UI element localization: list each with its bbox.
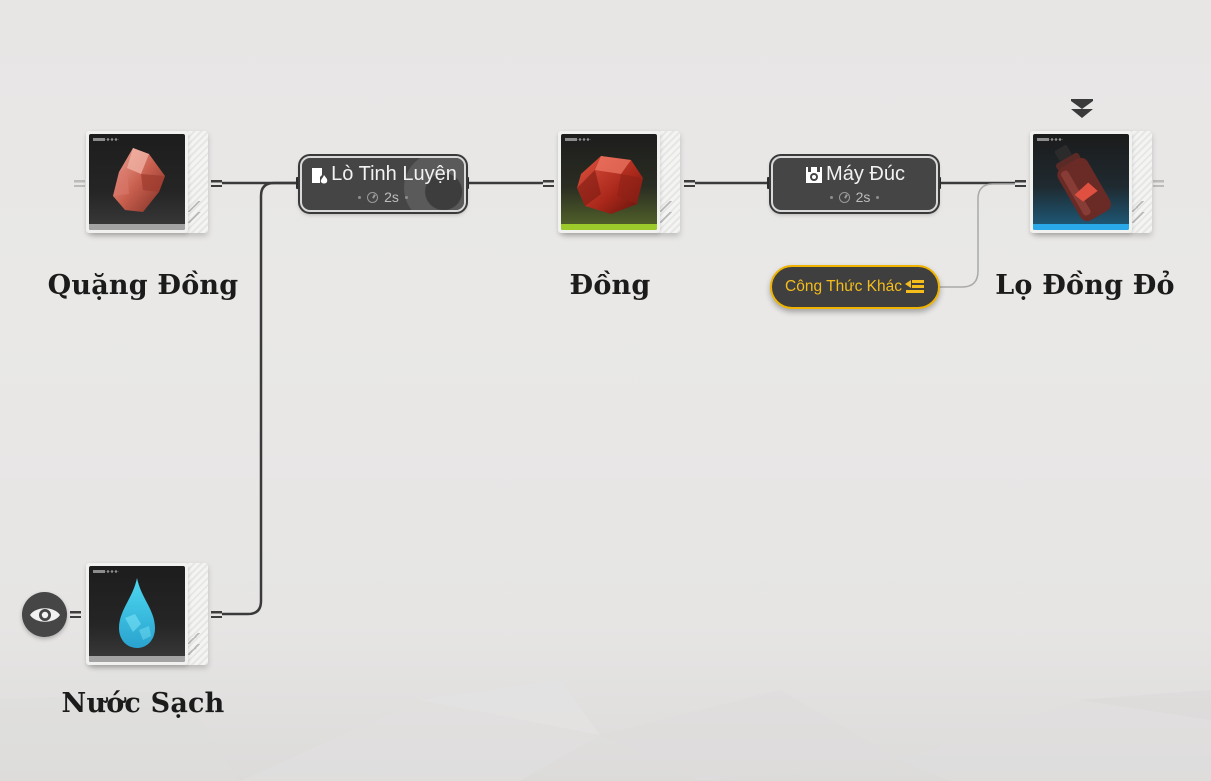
rarity-bar	[561, 224, 657, 230]
input-port	[1015, 180, 1026, 187]
machine-node-smelter[interactable]: Lò Tinh Luyện 2s	[298, 154, 468, 214]
separator-dot	[876, 195, 880, 199]
item-label-copper-ore: Quặng Đồng	[47, 270, 239, 301]
item-card-copper[interactable]	[558, 131, 680, 237]
item-label-copper: Đồng	[569, 270, 651, 301]
item-label-red-copper-bottle: Lọ Đồng Đỏ	[995, 270, 1175, 301]
craft-time: 2s	[855, 189, 871, 205]
copper-ore-crystal-icon	[113, 148, 165, 212]
stripe-decoration	[188, 633, 202, 655]
stripe-decoration	[1132, 201, 1146, 223]
double-chevron-down-icon	[1071, 99, 1093, 118]
alternate-recipe-label: Công Thức Khác	[785, 278, 902, 295]
copper-chunk-icon	[577, 156, 643, 214]
input-port	[70, 611, 81, 618]
list-arrow-icon	[904, 280, 924, 293]
dots-indicator	[1037, 138, 1063, 141]
machine-highlight	[404, 158, 464, 210]
dots-indicator	[565, 138, 591, 141]
dots-indicator	[93, 138, 119, 141]
clock-icon	[367, 191, 379, 203]
machine-label: Máy Đúc	[826, 163, 905, 185]
smelter-icon	[312, 167, 328, 183]
output-port	[684, 180, 695, 187]
separator-dot	[404, 195, 408, 199]
machine-connector	[767, 177, 772, 189]
rarity-bar	[1033, 224, 1129, 230]
item-card-red-copper-bottle[interactable]	[1030, 131, 1152, 237]
stripe-decoration	[660, 201, 674, 223]
output-port	[1153, 180, 1164, 187]
bottle-icon	[1054, 145, 1111, 221]
dots-indicator	[93, 570, 119, 573]
craft-time: 2s	[384, 189, 399, 205]
item-card-copper-ore[interactable]	[86, 131, 208, 237]
separator-dot	[358, 195, 362, 199]
machine-connector	[936, 177, 941, 189]
machine-node-caster[interactable]: Máy Đúc 2s	[769, 154, 940, 214]
item-label-clean-water: Nước Sạch	[61, 688, 225, 719]
input-port	[74, 180, 85, 187]
casting-machine-icon	[806, 166, 823, 183]
rarity-bar	[89, 224, 185, 230]
output-port	[211, 611, 222, 618]
machine-label: Lò Tinh Luyện	[331, 163, 457, 185]
separator-dot	[829, 195, 833, 199]
visibility-toggle-button[interactable]	[22, 592, 67, 637]
clock-icon	[838, 191, 850, 203]
item-card-clean-water[interactable]	[86, 563, 208, 669]
input-port	[543, 180, 554, 187]
rarity-bar	[89, 656, 185, 662]
machine-connector	[296, 177, 301, 189]
eye-icon	[29, 607, 60, 622]
machine-connector	[464, 177, 469, 189]
alternate-recipe-button[interactable]: Công Thức Khác	[770, 265, 940, 309]
water-drop-icon	[119, 578, 155, 648]
stripe-decoration	[188, 201, 202, 223]
output-port	[211, 180, 222, 187]
